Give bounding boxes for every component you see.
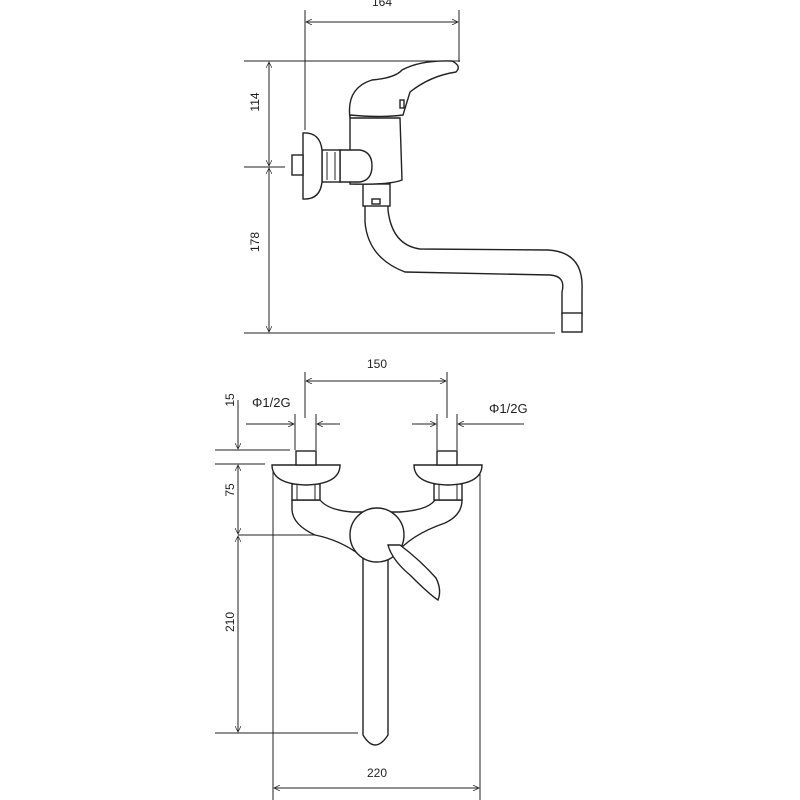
dim-stub-15: 15 [223,393,237,407]
dim-height-114: 114 [248,92,262,111]
dim-inlet-spacing-150: 150 [367,357,387,371]
side-dimension-lines [244,10,555,334]
dim-210: 210 [223,612,237,632]
thread-size-left: Φ1/2G [252,395,291,410]
dim-height-178: 178 [248,232,262,252]
dim-width-164: 164 [372,0,392,9]
front-view: 150 Φ1/2G Φ1/2G 15 75 210 220 [215,357,528,800]
faucet-side-outline [291,60,583,333]
faucet-front-outline [271,450,483,746]
side-view: 164 114 178 [244,0,583,334]
dim-75: 75 [223,483,237,497]
front-dimension-lines [215,372,524,800]
dim-overall-width-220: 220 [367,766,387,780]
thread-size-right: Φ1/2G [489,401,528,416]
